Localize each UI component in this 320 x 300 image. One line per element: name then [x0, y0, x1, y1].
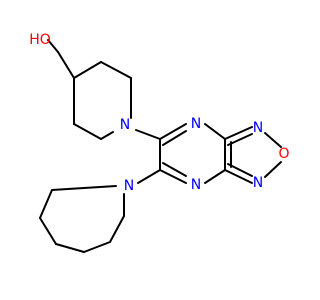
bond-o-ch2 [47, 39, 59, 53]
bonds [39, 39, 282, 253]
molecule-structure: HO N N N N O N N [29, 32, 290, 253]
bond-oxa-4b [227, 163, 253, 177]
hydroxyl-label: HO [29, 32, 51, 48]
oxadiazole-n-bottom-label: N [253, 175, 263, 191]
bond-oxa-2 [264, 132, 282, 148]
bond-oxa-4 [224, 169, 253, 184]
piperidine-n-label: N [120, 117, 130, 133]
oxadiazole-o-label: O [278, 146, 289, 162]
bond-aze-2 [109, 215, 125, 243]
bond-aze-4 [55, 243, 85, 253]
bond-pip-4 [100, 131, 114, 140]
pyrazine-n-top-label: N [191, 116, 201, 132]
bond-pyr-1b [162, 130, 187, 146]
azepane-n-label: N [124, 178, 134, 194]
bond-oxa-3 [264, 161, 282, 178]
bond-aze-5 [39, 217, 57, 245]
bond-pip-n [135, 129, 161, 140]
bond-pyr-4 [204, 169, 226, 184]
bond-c-azepane-n [137, 169, 161, 184]
bond-pyr-2 [204, 123, 226, 140]
bond-pyr-5b [162, 162, 187, 177]
bond-ch2-c4 [57, 51, 75, 79]
bond-aze-3 [83, 241, 111, 253]
bond-aze-6 [39, 189, 53, 219]
bond-pyr-1 [159, 123, 187, 140]
oxadiazole-n-top-label: N [253, 120, 263, 136]
bond-oxa-1b [227, 133, 253, 146]
bond-aze-7 [51, 185, 117, 191]
bond-pip-1 [73, 61, 102, 79]
atom-labels: HO N N N N O N N [29, 32, 289, 194]
bond-pip-5 [73, 123, 102, 140]
bond-pip-2 [100, 61, 132, 79]
pyrazine-n-bottom-label: N [191, 177, 201, 193]
bond-pyr-5 [159, 169, 187, 184]
bond-oxa-1 [224, 126, 253, 140]
